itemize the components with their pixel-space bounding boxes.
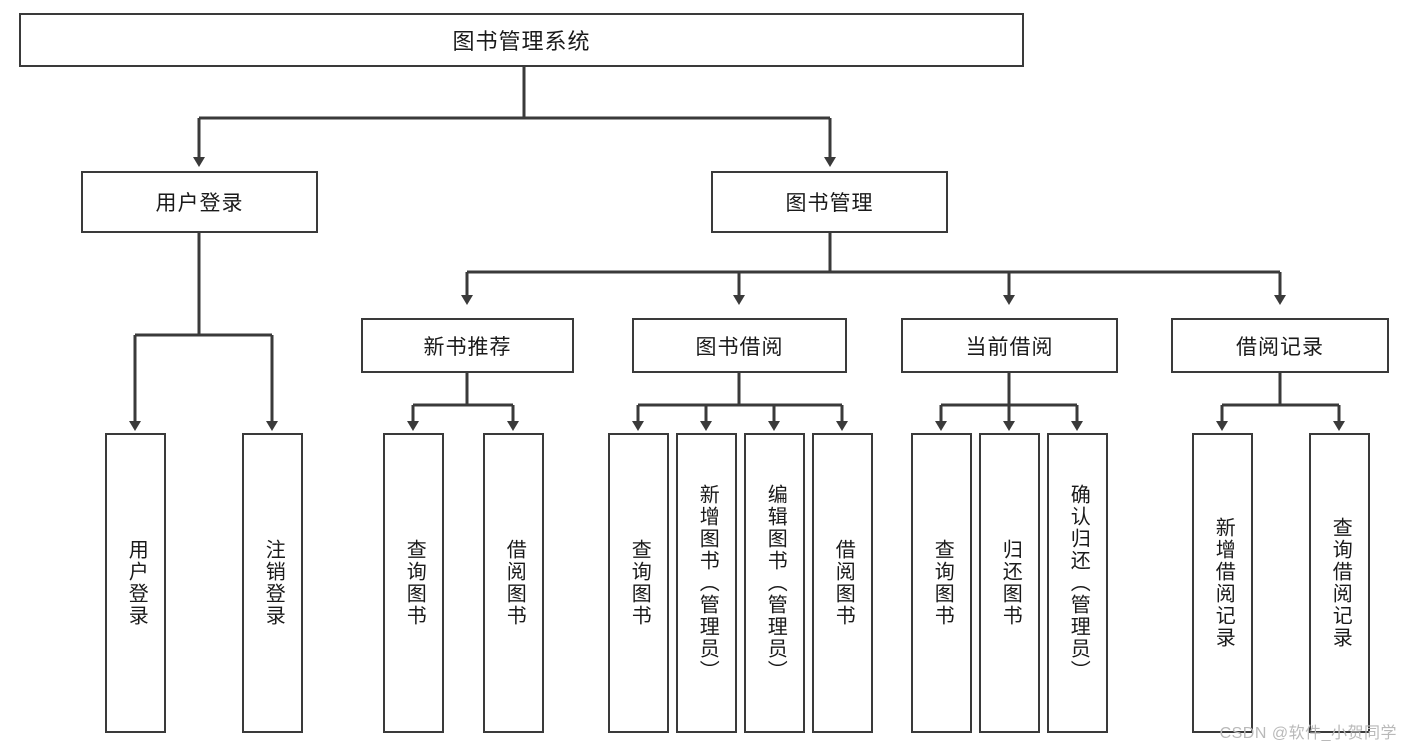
node-book-management-label: 图书管理 (785, 192, 874, 215)
leaf-add-book-label: 新增图书（管理员） (696, 484, 719, 682)
leaf-query-record[interactable]: 查询借阅记录 (1309, 433, 1370, 733)
leaf-edit-book-label: 编辑图书（管理员） (764, 484, 787, 682)
leaf-add-record-label: 新增借阅记录 (1212, 517, 1235, 649)
leaf-add-record[interactable]: 新增借阅记录 (1192, 433, 1253, 733)
leaf-query-book-3-label: 查询图书 (931, 539, 954, 627)
leaf-query-book-3[interactable]: 查询图书 (911, 433, 972, 733)
node-book-borrow-label: 图书借阅 (695, 335, 784, 359)
node-borrow-record-label: 借阅记录 (1236, 335, 1324, 359)
node-user-login-label: 用户登录 (155, 192, 244, 215)
leaf-user-login-label: 用户登录 (125, 539, 148, 627)
node-user-login[interactable]: 用户登录 (81, 171, 318, 233)
node-current-borrow-label: 当前借阅 (965, 335, 1054, 359)
node-book-borrow[interactable]: 图书借阅 (632, 318, 847, 373)
node-root-label: 图书管理系统 (452, 29, 591, 54)
node-current-borrow[interactable]: 当前借阅 (901, 318, 1118, 373)
leaf-return-book-label: 归还图书 (999, 539, 1022, 627)
leaf-query-book-1[interactable]: 查询图书 (383, 433, 444, 733)
leaf-query-book-2-label: 查询图书 (628, 539, 651, 627)
leaf-query-book-1-label: 查询图书 (403, 539, 426, 627)
leaf-user-login[interactable]: 用户登录 (105, 433, 166, 733)
leaf-logout-login-label: 注销登录 (262, 539, 285, 627)
leaf-confirm-return-label: 确认归还（管理员） (1067, 484, 1090, 682)
node-root-system[interactable]: 图书管理系统 (19, 13, 1024, 67)
node-book-management[interactable]: 图书管理 (711, 171, 948, 233)
leaf-edit-book[interactable]: 编辑图书（管理员） (744, 433, 805, 733)
leaf-return-book[interactable]: 归还图书 (979, 433, 1040, 733)
node-new-book-recommend[interactable]: 新书推荐 (361, 318, 574, 373)
leaf-borrow-book-2[interactable]: 借阅图书 (812, 433, 873, 733)
watermark: CSDN @软件_小贺同学 (1219, 725, 1397, 742)
leaf-confirm-return[interactable]: 确认归还（管理员） (1047, 433, 1108, 733)
node-new-book-recommend-label: 新书推荐 (423, 335, 512, 359)
leaf-add-book[interactable]: 新增图书（管理员） (676, 433, 737, 733)
leaf-borrow-book-2-label: 借阅图书 (832, 539, 855, 627)
leaf-query-book-2[interactable]: 查询图书 (608, 433, 669, 733)
leaf-borrow-book-1-label: 借阅图书 (503, 539, 526, 627)
leaf-query-record-label: 查询借阅记录 (1329, 517, 1352, 649)
leaf-logout-login[interactable]: 注销登录 (242, 433, 303, 733)
node-borrow-record[interactable]: 借阅记录 (1171, 318, 1389, 373)
leaf-borrow-book-1[interactable]: 借阅图书 (483, 433, 544, 733)
